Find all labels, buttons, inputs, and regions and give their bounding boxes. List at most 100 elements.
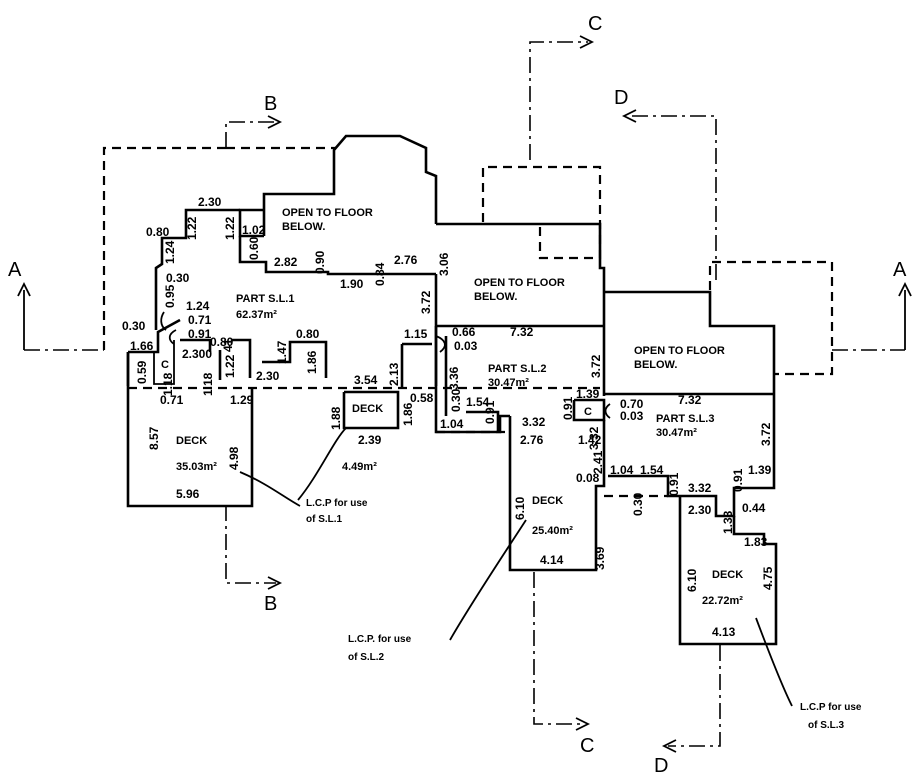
part-sl1-name: PART S.L.1: [236, 293, 294, 305]
dimension-label: 6.10: [513, 496, 527, 520]
dimension-label: 41: [221, 338, 235, 352]
dimension-label: 0.66: [452, 325, 476, 339]
lcp-note-1-line2: of S.L.1: [306, 514, 343, 525]
part-sl3-outline: [604, 394, 776, 518]
dimension-label: 0.30: [449, 388, 463, 412]
dimension-label: 3.54: [354, 373, 378, 387]
dimension-label: 0.91: [667, 472, 681, 496]
deck-2-area: 25.40m²: [532, 525, 573, 537]
section-label-c-bottom: C: [580, 735, 594, 757]
lcp-note-2-line1: L.C.P. for use: [348, 634, 412, 645]
dimension-label: 1.54: [640, 463, 664, 477]
dimension-label: 1.86: [305, 350, 319, 374]
lcp-note-3-line1: L.C.P for use: [800, 702, 862, 713]
dimension-label: 1.24: [163, 240, 177, 264]
section-label-d-bottom: D: [654, 755, 668, 777]
dimension-label: 0.30: [122, 319, 146, 333]
dimension-label: 1.18: [201, 372, 215, 396]
dimension-label: 1.42: [578, 433, 602, 447]
open-zone-3-label-line1: OPEN TO FLOOR: [634, 345, 725, 357]
dimension-label: 0.71: [188, 313, 212, 327]
dimension-label: 3.32: [522, 415, 546, 429]
dimension-label: 1.39: [576, 387, 600, 401]
dimension-label: 1.66: [130, 339, 154, 353]
open-zone-1-label-line1: OPEN TO FLOOR: [282, 207, 373, 219]
dimension-label: 7.32: [510, 325, 534, 339]
dimension-label: 4.14: [540, 553, 564, 567]
dimension-label: 0.44: [742, 501, 766, 515]
deck-small-outline: [342, 390, 400, 430]
open-zone-2-label-line1: OPEN TO FLOOR: [474, 277, 565, 289]
dimension-label: 7.32: [678, 393, 702, 407]
open-zone-1-outline: [238, 134, 438, 276]
part-sl3-area: 30.47m²: [656, 427, 697, 439]
deck-3-area: 22.72m²: [702, 595, 743, 607]
section-line-c: [529, 35, 595, 731]
dimension-label: 1.54: [466, 395, 490, 409]
dimension-label: 0.91: [731, 468, 745, 492]
dimension-label: 1.83: [744, 535, 768, 549]
section-line-d: [621, 109, 721, 753]
lcp-note-2-line2: of S.L.2: [348, 652, 385, 663]
dimension-label: 0.30: [166, 271, 190, 285]
dimension-label: 1.22: [223, 216, 237, 240]
dimension-label: 0.70: [620, 397, 644, 411]
dimension-label: 1.04: [610, 463, 634, 477]
dimension-label: 0.30: [631, 492, 645, 516]
lcp-leader-1: [239, 427, 347, 507]
dimension-label: 4.75: [761, 566, 775, 590]
dimension-label: 1.39: [748, 463, 772, 477]
dashed-outline-right: [708, 260, 834, 376]
section-label-d-top: D: [614, 87, 628, 109]
cupboard-c-2: C: [584, 406, 592, 418]
dimension-label: 0.91: [188, 327, 212, 341]
dimension-label: 1.02: [242, 223, 266, 237]
deck-1-name: DECK: [176, 435, 207, 447]
dimension-label: 1.90: [340, 277, 364, 291]
deck-1-area: 35.03m²: [176, 461, 217, 473]
dimension-label: 2.41: [591, 450, 605, 474]
dimension-label: 1.88: [329, 406, 343, 430]
open-zone-3-outline: [604, 290, 776, 396]
dimension-label: 0.58: [410, 391, 434, 405]
dimension-label: 0.80: [210, 335, 234, 349]
dimension-label: 3.69: [593, 546, 607, 570]
deck-small-area: 4.49m²: [342, 461, 377, 473]
dimension-label: 3.72: [419, 290, 433, 314]
dimension-label: 4.98: [227, 446, 241, 470]
dimension-label: 0.08: [576, 471, 600, 485]
cupboard-c-1: C: [161, 359, 169, 371]
deck-small-name: DECK: [352, 403, 383, 415]
lcp-note-3-line2: of S.L.3: [808, 720, 845, 731]
dimension-label: 0.80: [296, 327, 320, 341]
dimension-label: 1.47: [275, 340, 289, 364]
lcp-leader-2: [449, 519, 527, 641]
dimension-label: 0.60: [247, 236, 261, 260]
section-label-a-left: A: [8, 259, 22, 281]
part-sl2-name: PART S.L.2: [488, 363, 546, 375]
dimension-label: 1.29: [230, 393, 254, 407]
deck-2-name: DECK: [532, 495, 563, 507]
dimension-label: 2.76: [520, 433, 544, 447]
dimension-label: 2.13: [387, 362, 401, 386]
dimension-label: 1.22: [223, 354, 237, 378]
dimension-label: 2.82: [274, 255, 298, 269]
part-sl3-name: PART S.L.3: [656, 413, 714, 425]
section-line-b: [225, 115, 283, 590]
dimension-label: 0.91: [561, 396, 575, 420]
open-zone-2-outline: [436, 222, 606, 328]
part-sl2-area: 30.47m²: [488, 377, 529, 389]
dimension-label: 0.03: [454, 339, 478, 353]
dimension-label: 2.30: [688, 503, 712, 517]
dimension-label: 0.84: [373, 262, 387, 286]
deck-3-name: DECK: [712, 569, 743, 581]
dimension-label: 3.06: [437, 252, 451, 276]
dimension-label: 1.22: [185, 216, 199, 240]
dashed-outline-middle: [481, 165, 602, 260]
dimension-label: 1.15: [404, 327, 428, 341]
dimension-label: 1.86: [401, 402, 415, 426]
dimension-label: 8.57: [147, 426, 161, 450]
open-zone-1-label-line2: BELOW.: [282, 221, 325, 233]
dimension-label: 2.30: [198, 195, 222, 209]
part-sl2-outline: [434, 326, 606, 434]
